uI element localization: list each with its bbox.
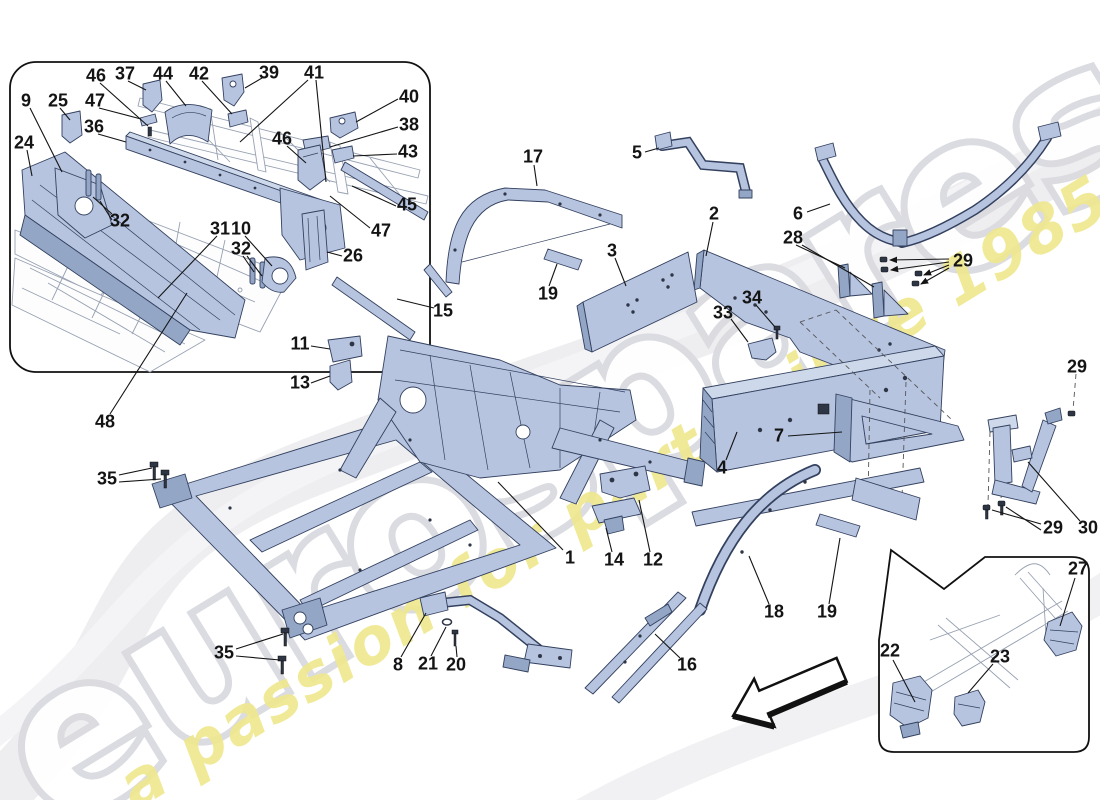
strip-19a — [543, 248, 583, 271]
strip-19b — [815, 513, 861, 538]
chassis-frame-1 — [151, 335, 706, 641]
cross-rail-36 — [125, 131, 323, 217]
pins-32 — [85, 169, 266, 289]
main-leader-lines — [109, 147, 1081, 661]
panel-3 — [576, 251, 698, 353]
bracket-14 — [591, 497, 642, 524]
washer-21 — [441, 618, 453, 626]
bolts-35 — [149, 461, 290, 675]
clip-43 — [331, 145, 355, 164]
mount-23 — [953, 689, 986, 727]
inset-rear-structure — [9, 61, 431, 373]
bracket-40 — [329, 111, 359, 139]
panel-2 — [693, 249, 946, 389]
bracket-37 — [142, 79, 163, 113]
bracket-33 — [747, 337, 777, 361]
box-beam-4 — [699, 345, 945, 473]
mount-27 — [1043, 611, 1083, 657]
main-parts — [109, 121, 1081, 730]
tube-brace-6 — [814, 121, 1062, 248]
hoop-frame-17 — [445, 187, 623, 285]
rail-15a — [331, 276, 416, 341]
rail-15b — [423, 263, 453, 298]
bracket-13 — [329, 359, 353, 391]
bracket-30 — [987, 407, 1063, 505]
screw-46 — [147, 126, 152, 137]
bracket-25 — [61, 110, 83, 144]
shield-44 — [164, 104, 213, 145]
bracket-5 — [654, 131, 753, 199]
rails-16 — [584, 591, 708, 704]
lid-frame-18 — [691, 464, 925, 616]
screw-20 — [451, 629, 459, 647]
wedge-brackets-28 — [837, 263, 909, 319]
direction-arrow — [731, 656, 849, 730]
inset-b-leaders — [892, 577, 1076, 703]
screws-29 — [879, 256, 1076, 520]
clip-42 — [227, 109, 249, 128]
inset-leader-lines — [26, 77, 399, 299]
inset-rollbar-detail — [878, 548, 1090, 753]
bracket-39 — [221, 73, 245, 107]
tube-frame-outline — [904, 563, 1069, 704]
mount-22 — [889, 675, 933, 729]
bracket-26 — [301, 209, 329, 271]
a-frame-7 — [833, 393, 965, 463]
rail-upper-right — [340, 161, 429, 221]
arm-8 — [419, 591, 573, 673]
